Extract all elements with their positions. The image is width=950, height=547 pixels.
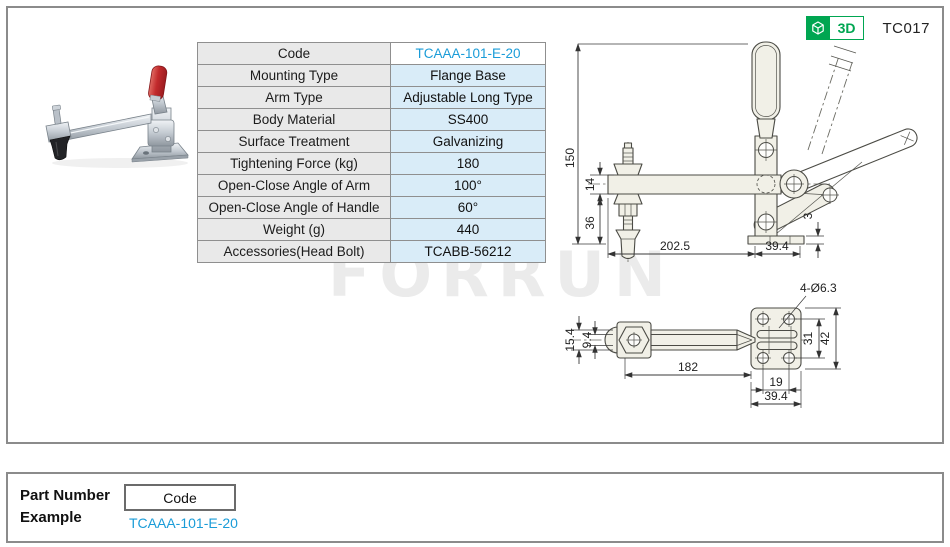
dim-36: 36 <box>583 216 597 230</box>
part-number-title: Part Number Example <box>20 485 110 529</box>
top-view-drawing: 4-Ø6.3 15.4 9.4 182 31 42 19 <box>563 281 841 408</box>
dim-3: 3 <box>801 212 815 219</box>
header-badges: 3D TC017 <box>805 16 930 40</box>
dim-hole-callout: 4-Ø6.3 <box>800 281 837 295</box>
spec-value: Galvanizing <box>390 130 546 153</box>
spec-value: 180 <box>390 152 546 175</box>
dim-182: 182 <box>678 360 698 374</box>
catalog-panel: 3D TC017 FORRUN <box>6 6 944 444</box>
code-box: Code <box>124 484 236 511</box>
spec-value: Adjustable Long Type <box>390 86 546 109</box>
example-code-value: TCAAA-101-E-20 <box>129 515 238 531</box>
spec-value: 60° <box>390 196 546 219</box>
spec-label: Tightening Force (kg) <box>197 152 391 175</box>
3d-badge-label: 3D <box>837 20 856 36</box>
product-photo <box>45 65 189 168</box>
dim-31: 31 <box>801 332 815 346</box>
dim-9-4: 9.4 <box>580 331 594 348</box>
dim-150: 150 <box>563 148 577 168</box>
spec-label: Arm Type <box>197 86 391 109</box>
spec-label: Mounting Type <box>197 64 391 87</box>
spec-label: Accessories(Head Bolt) <box>197 240 391 263</box>
table-row: Tightening Force (kg)180 <box>197 152 546 175</box>
part-number-title-line1: Part Number <box>20 487 111 504</box>
spec-value: SS400 <box>390 108 546 131</box>
dim-39-4-side: 39.4 <box>765 239 789 253</box>
spec-value: 100° <box>390 174 546 197</box>
table-row: Weight (g)440 <box>197 218 546 241</box>
spec-value: TCABB-56212 <box>390 240 546 263</box>
spec-label: Open-Close Angle of Arm <box>197 174 391 197</box>
model-code: TC017 <box>882 19 930 37</box>
spec-label: Code <box>197 42 391 65</box>
dim-14: 14 <box>583 178 597 192</box>
spec-label: Open-Close Angle of Handle <box>197 196 391 219</box>
spec-label: Weight (g) <box>197 218 391 241</box>
3d-cube-icon <box>806 17 830 39</box>
spec-value-code: TCAAA-101-E-20 <box>390 42 546 65</box>
spec-value: Flange Base <box>390 64 546 87</box>
dim-42: 42 <box>818 332 832 346</box>
spec-label: Body Material <box>197 108 391 131</box>
part-number-title-line2: Example <box>20 508 82 526</box>
3d-badge[interactable]: 3D <box>805 16 865 40</box>
spec-label: Surface Treatment <box>197 130 391 153</box>
dim-15-4: 15.4 <box>563 328 577 352</box>
part-number-panel: Part Number Example Code TCAAA-101-E-20 <box>6 472 944 543</box>
dim-19: 19 <box>769 375 783 389</box>
table-row: Accessories(Head Bolt)TCABB-56212 <box>197 240 546 263</box>
spec-value: 440 <box>390 218 546 241</box>
dim-202-5: 202.5 <box>660 239 690 253</box>
side-view-drawing: 150 14 36 202.5 39.4 3 <box>563 41 918 264</box>
dim-39-4-top: 39.4 <box>764 389 788 403</box>
